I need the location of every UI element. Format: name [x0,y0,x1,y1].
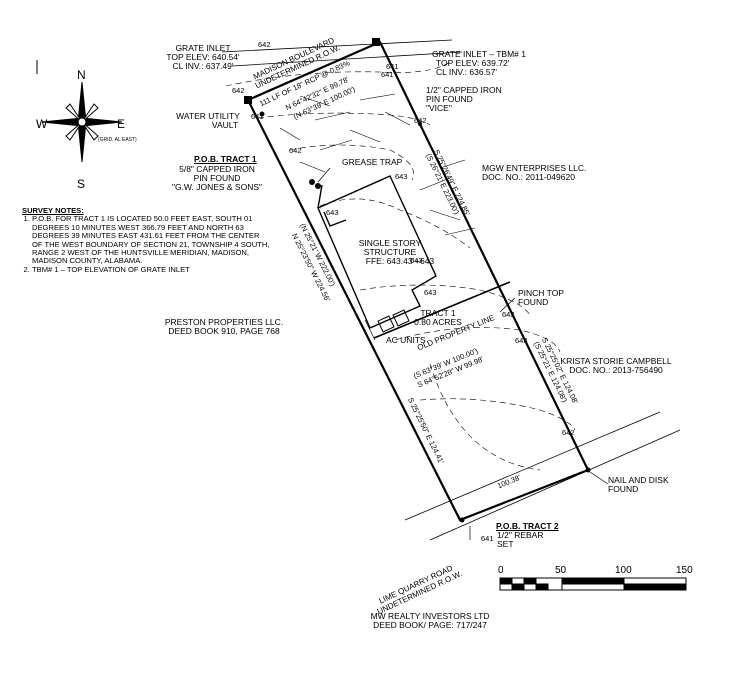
rebar-line2: SET [497,539,514,549]
capped-pin-left-line1: 5/8" CAPPED IRON [179,164,255,174]
grate-inlet-right-symbol [372,38,380,46]
tract1-label: TRACT 1 0.80 ACRES [408,309,468,327]
north-arrow-star [41,81,123,163]
contour-label: 643 [424,288,437,297]
ac-units-label: AC UNITS [386,335,426,345]
rcp-pipe [247,43,377,101]
leader-lines [317,167,609,540]
sewer-arc [429,363,541,471]
scale-tick-label: 0 [498,565,504,576]
capped-pin-right-line3: "VICE" [426,103,452,113]
pinch-top-label: PINCH TOP FOUND [518,289,564,307]
grease-trap-label: GREASE TRAP [342,157,403,167]
hatching [279,93,476,236]
pob-tract2-label: P.O.B. TRACT 2 [496,521,559,531]
krista-line1: KRISTA STORIE CAMPBELL [560,356,672,366]
preston-line2: DEED BOOK 910, PAGE 768 [168,326,280,336]
preston-owner-label: PRESTON PROPERTIES LLC. DEED BOOK 910, P… [162,318,286,336]
grate-inlet-right-line1: GRATE INLET – TBM# 1 [432,49,527,59]
structure-line1: SINGLE STORY [358,238,422,248]
structure-line3: FFE: 643.43' [365,256,415,266]
survey-notes: SURVEY NOTES: P.O.B. FOR TRACT 1 IS LOCA… [22,206,272,274]
contour-label: 642 [289,146,302,155]
capped-pin-left-line2: PIN FOUND [193,173,241,183]
water-utility-line1: WATER UTILITY [176,111,240,121]
contour-label: 643 [395,172,408,181]
contour-label: 642 [562,428,575,437]
capped-pin-right-label: 1/2" CAPPED IRON PIN FOUND "VICE" [426,86,502,113]
grid-label: (GRID, AL EAST) [98,137,137,143]
contour-label: 641 [381,70,394,79]
building-outline [317,175,437,329]
contour-label: 643 [515,336,528,345]
tract1-line2: 0.80 ACRES [414,317,462,327]
contour-label: 641 [386,62,399,71]
scale-tick-label: 100 [615,565,632,576]
capped-pin-left-line3: "G.W. JONES & SONS" [171,182,263,192]
grate-inlet-left-line1: GRATE INLET [175,43,231,53]
mgw-line1: MGW ENTERPRISES LLC. [482,163,587,173]
rebar-line1: 1/2" REBAR [497,530,544,540]
krista-owner-label: KRISTA STORIE CAMPBELL DOC. NO.: 2013-75… [556,357,676,375]
spot-elevation-label: +643 [415,256,435,266]
water-utility-label: WATER UTILITY VAULT [168,112,248,130]
ac-units [377,309,410,333]
capped-pin-right-line1: 1/2" CAPPED IRON [426,85,502,95]
contour-label: 641 [481,534,494,543]
capped-pin-right-line2: PIN FOUND [426,94,473,104]
contour-label: 643 [502,310,515,319]
survey-note-item: TBM# 1 – TOP ELEVATION OF GRATE INLET [32,265,272,274]
survey-notes-heading: SURVEY NOTES: [22,206,84,215]
pob-tract1-label: P.O.B. TRACT 1 [194,154,257,164]
grate-inlet-left-label: GRATE INLET TOP ELEV: 640.54' CL INV.: 6… [148,44,258,71]
contour-lines [225,61,576,431]
capped-pin-left-label: 5/8" CAPPED IRON PIN FOUND "G.W. JONES &… [162,165,272,192]
grate-inlet-left-line2: TOP ELEV: 640.54' [166,52,240,62]
east-label: E [117,117,126,131]
survey-note-item: P.O.B. FOR TRACT 1 IS LOCATED 50.0 FEET … [32,215,272,266]
pinch-top-line2: FOUND [518,297,549,307]
contour-label: 641 [251,112,264,121]
scale-tick-label: 150 [676,565,693,576]
grate-inlet-left-symbol [244,96,252,104]
grate-inlet-right-line2: TOP ELEV: 639.72' [436,58,510,68]
grate-inlet-right-label: GRATE INLET – TBM# 1 TOP ELEV: 639.72' C… [432,50,526,77]
water-utility-line2: VAULT [211,120,239,130]
contour-label: 642 [232,86,245,95]
contour-label: 642 [414,116,427,125]
mw-line1: MW REALTY INVESTORS LTD [370,611,490,621]
south-label: S [77,177,86,191]
nail-disk-line2: FOUND [608,484,639,494]
contour-label: 643 [326,208,339,217]
contour-label: 642 [258,40,271,49]
structure-line2: STRUCTURE [363,247,417,257]
krista-line2: DOC. NO.: 2013-756490 [569,365,663,375]
mw-owner-label: MW REALTY INVESTORS LTD DEED BOOK/ PAGE:… [360,612,500,630]
grate-inlet-left-line3: CL INV.: 637.49' [172,61,234,71]
monument-symbols [259,111,591,523]
north-label: N [77,68,86,82]
nail-disk-label: NAIL AND DISK FOUND [608,476,669,494]
preston-line1: PRESTON PROPERTIES LLC. [164,317,284,327]
scale-tick-label: 50 [555,565,567,576]
scale-bar [499,577,687,591]
grate-inlet-right-line3: CL INV.: 636.57' [436,67,498,77]
tract1-line1: TRACT 1 [420,308,456,318]
nail-disk-line1: NAIL AND DISK [608,475,669,485]
mgw-owner-label: MGW ENTERPRISES LLC. DOC. NO.: 2011-0496… [482,164,586,182]
west-label: W [36,117,48,131]
road-edge-lines [221,39,681,541]
mw-line2: DEED BOOK/ PAGE: 717/247 [373,620,487,630]
contour-label: 643 [410,256,423,265]
rebar-label: 1/2" REBAR SET [497,531,543,549]
structure-label: SINGLE STORY STRUCTURE FFE: 643.43' [342,239,438,266]
mgw-line2: DOC. NO.: 2011-049620 [482,172,575,182]
old-property-line [373,281,511,339]
pinch-top-line1: PINCH TOP [518,288,564,298]
